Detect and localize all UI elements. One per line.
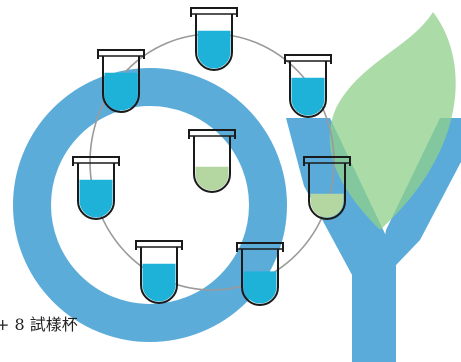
sample-cup-center — [188, 129, 236, 193]
cup-liquid — [243, 271, 277, 304]
cup-body — [102, 56, 140, 113]
cup-rim — [236, 242, 284, 252]
sample-cup-middle-right — [303, 156, 351, 220]
cup-body — [195, 14, 233, 71]
cup-liquid — [104, 72, 138, 111]
cup-body — [193, 136, 231, 193]
watermark-y-shape — [286, 118, 461, 362]
sample-cup-upper-right — [284, 54, 332, 118]
cup-body — [140, 247, 178, 304]
cup-liquid — [195, 166, 229, 191]
cup-liquid — [291, 77, 325, 116]
sample-cup-middle-left — [72, 156, 120, 220]
sample-cup-bottom-left — [135, 240, 183, 304]
cup-rim — [135, 240, 183, 250]
cup-body — [289, 61, 327, 118]
cup-body — [77, 163, 115, 220]
sample-cup-top — [190, 7, 238, 71]
cup-rim — [188, 129, 236, 139]
cup-body — [308, 163, 346, 220]
sample-cup-bottom-right — [236, 242, 284, 306]
cup-liquid — [310, 193, 344, 218]
cup-body — [241, 249, 279, 306]
cup-rim — [72, 156, 120, 166]
cup-liquid — [142, 263, 176, 302]
figure-caption: + 8 試樣杯 — [0, 315, 78, 334]
cup-rim — [97, 49, 145, 59]
sample-cup-upper-left — [97, 49, 145, 113]
watermark-leaf-shape — [329, 12, 456, 230]
cup-liquid — [79, 179, 113, 218]
watermark-o-shape — [13, 68, 287, 342]
cups-layer — [72, 7, 351, 306]
cup-rim — [303, 156, 351, 166]
cup-rim — [284, 54, 332, 64]
cup-liquid — [197, 30, 231, 69]
cup-rim — [190, 7, 238, 17]
